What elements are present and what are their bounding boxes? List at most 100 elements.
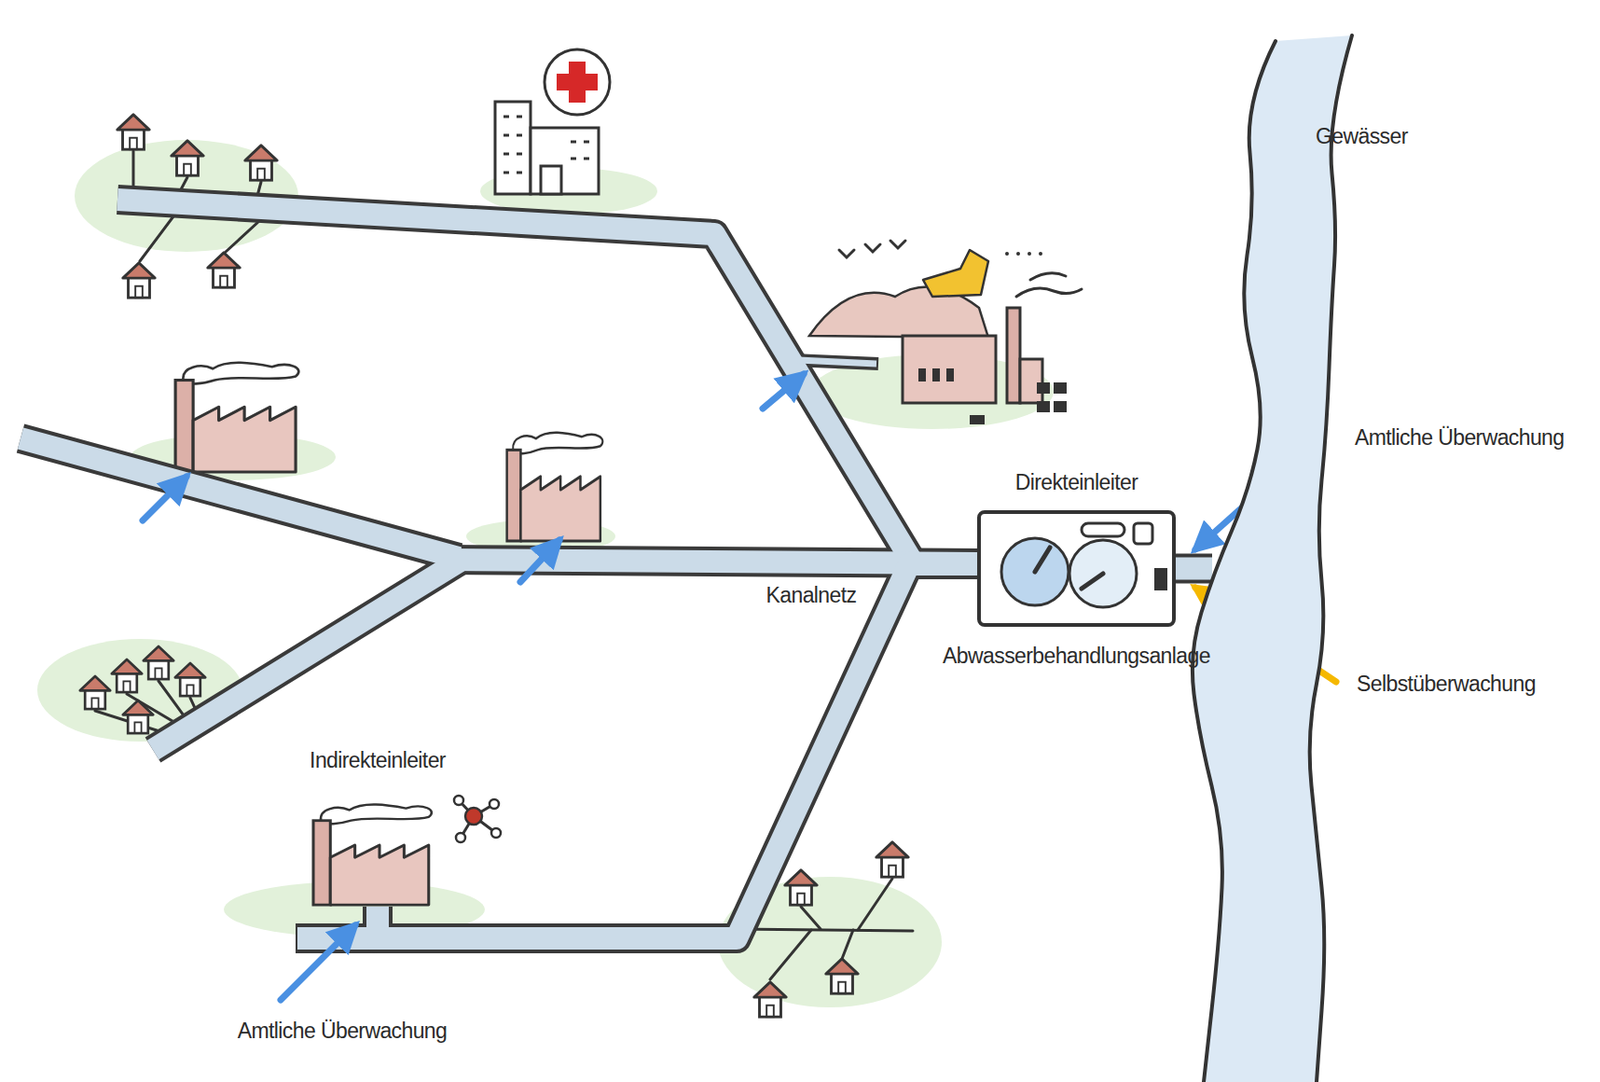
construction-site: [1036, 382, 1050, 394]
factory-shape: [311, 800, 444, 907]
construction-site: [1020, 358, 1043, 403]
hospital: [570, 157, 577, 161]
construction-site: [932, 368, 940, 382]
houses: [876, 841, 909, 877]
houses: [80, 675, 111, 709]
hospital: [516, 134, 523, 138]
monitoring-arrows: [762, 373, 804, 409]
river-bank: [1192, 41, 1276, 1082]
houses: [207, 252, 240, 288]
houses: [245, 145, 277, 180]
molecule: [455, 832, 466, 842]
hospital: [516, 115, 523, 119]
house-connections: [841, 929, 854, 959]
pipe-water: [20, 438, 459, 558]
plant-part: [1133, 523, 1153, 544]
hospital: [503, 134, 510, 138]
basin-arm: [1081, 573, 1104, 589]
basin-arm: [1034, 547, 1050, 572]
hospital: [503, 116, 590, 173]
basin: [1001, 537, 1069, 606]
construction-site: [918, 368, 926, 382]
construction-site: [809, 240, 1082, 425]
construction-site: [1053, 400, 1067, 413]
construction-site: [923, 249, 989, 297]
grass: [37, 139, 1054, 1007]
hospital: [516, 171, 523, 175]
hospital: [530, 127, 599, 194]
monitoring-arrows: [142, 373, 1337, 1000]
hospital: [540, 165, 562, 194]
houses: [826, 958, 858, 994]
plant-node: DirekteinleiterAbwasserbehandlungsanlage: [977, 510, 1176, 627]
house-connections: [770, 929, 812, 980]
factories: [175, 362, 299, 472]
pipe-water: [20, 199, 1213, 938]
factory-node: Indirekteinleiter: [311, 800, 444, 907]
hospital: [503, 115, 510, 119]
houses: [143, 646, 174, 679]
hospital: [503, 171, 510, 175]
house-connections: [132, 151, 136, 191]
node-heading: Direkteinleiter: [1015, 468, 1139, 496]
house-connections: [734, 928, 913, 931]
construction-site: [1038, 251, 1043, 256]
houses: [117, 114, 150, 150]
river-node: Gewässer: [1212, 0, 1380, 1082]
houses: [111, 659, 142, 692]
callout-label: Amtliche Überwachung: [1354, 424, 1565, 451]
factories: [175, 362, 603, 541]
molecule: [489, 799, 499, 809]
construction-site: [1036, 400, 1050, 413]
plant-box: [979, 511, 1174, 625]
molecule: [454, 795, 501, 842]
basin: [1069, 539, 1137, 607]
houses: [171, 140, 204, 176]
houses: [754, 981, 787, 1017]
monitoring-arrows: [142, 476, 187, 521]
callout-label: Selbstüberwachung: [1356, 670, 1536, 697]
pipe-water: [152, 561, 459, 750]
construction-site: [1005, 251, 1043, 256]
molecule: [465, 807, 483, 825]
house-connections: [857, 878, 893, 930]
plant-part: [1081, 523, 1125, 537]
construction-site: [1016, 251, 1021, 256]
house-connections: [800, 906, 821, 929]
hospital: [503, 152, 510, 156]
river-bank: [1310, 35, 1352, 1082]
pipe-outline: [20, 199, 1213, 938]
hospital: [495, 49, 610, 194]
pipe-outline: [20, 438, 459, 558]
hospital: [516, 152, 523, 156]
construction-site: [865, 244, 881, 252]
monitoring-arrows: [280, 924, 356, 1000]
construction-site: [918, 368, 1067, 425]
node-heading: Gewässer: [1315, 123, 1408, 150]
hospital: [495, 101, 531, 194]
molecule: [491, 827, 501, 838]
node-heading: Indirekteinleiter: [309, 746, 446, 773]
sewer-pipe: [377, 564, 978, 938]
hospital: [556, 73, 598, 91]
sewer-pipe: [1175, 553, 1213, 584]
pipe-water: [377, 564, 978, 938]
monitoring-arrows: [520, 539, 560, 582]
houses: [123, 700, 153, 733]
factories: [507, 432, 604, 541]
construction-site: [1016, 288, 1082, 297]
construction-site: [1005, 251, 1009, 256]
construction-site: [839, 240, 1082, 297]
construction-site: [839, 249, 855, 258]
sampling-point: [1154, 567, 1168, 591]
hospital: [583, 140, 590, 144]
construction-site: [1006, 307, 1021, 403]
houses: [175, 662, 206, 696]
pipe-outline: [152, 561, 459, 750]
construction-site: [902, 335, 996, 403]
construction-site: [1030, 273, 1066, 280]
hospital: [570, 140, 577, 144]
pipe-water: [1175, 557, 1213, 580]
